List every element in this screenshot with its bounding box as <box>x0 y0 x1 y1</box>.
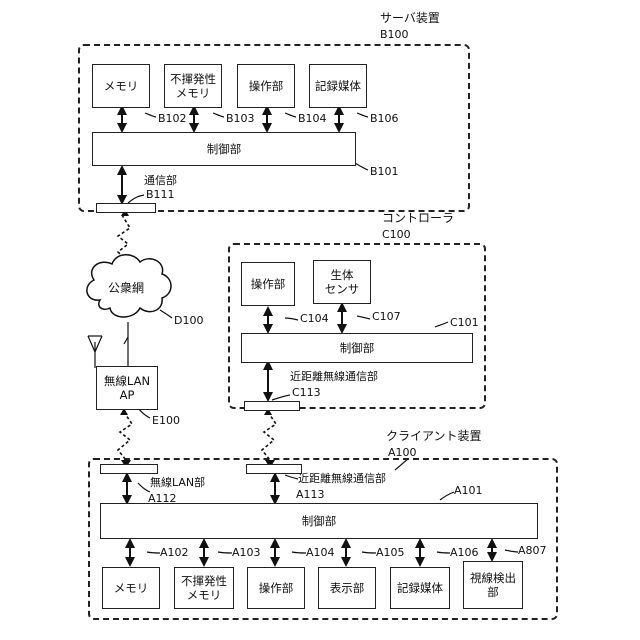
controller-sensor-box: 生体 センサ <box>313 260 371 304</box>
client-gaze-detection-box: 視線検出 部 <box>463 561 523 609</box>
client-recording-box: 記録媒体 <box>390 567 450 609</box>
server-nonvolatile-box: 不揮発性 メモリ <box>164 64 222 108</box>
server-ref-nonvolatile: B103 <box>226 112 255 125</box>
wireless-link-controller-client <box>262 412 276 460</box>
client-ref-memory: A102 <box>160 546 189 559</box>
client-wlan-unit <box>100 464 158 474</box>
client-ref-recording: A106 <box>450 546 479 559</box>
wireless-link-server-network <box>118 215 130 258</box>
server-ref-recording: B106 <box>370 112 399 125</box>
client-title: クライアント装置 <box>386 430 482 443</box>
controller-comm-label: 近距離無線通信部 <box>290 370 378 383</box>
client-display-box: 表示部 <box>318 567 376 609</box>
controller-ref: C100 <box>382 228 411 241</box>
client-control-box: 制御部 <box>100 503 538 539</box>
public-network-label: 公衆網 <box>108 282 144 295</box>
public-network-ref: D100 <box>174 314 203 327</box>
client-ref-control: A101 <box>454 484 483 497</box>
client-operation-box: 操作部 <box>247 567 305 609</box>
server-control-box: 制御部 <box>92 132 356 166</box>
client-ref-nonvolatile: A103 <box>232 546 261 559</box>
ap-ref: E100 <box>152 414 180 427</box>
client-ref-nfc: A113 <box>296 488 325 501</box>
client-ref-display: A105 <box>376 546 405 559</box>
controller-ref-control: C101 <box>450 316 479 329</box>
controller-title: コントローラ <box>382 212 454 225</box>
controller-control-box: 制御部 <box>241 333 473 363</box>
server-operation-box: 操作部 <box>237 64 295 108</box>
client-ref: A100 <box>388 446 417 459</box>
antenna-icon <box>88 336 102 368</box>
server-comm-label: 通信部 <box>144 174 177 187</box>
server-recording-box: 記録媒体 <box>309 64 367 108</box>
controller-ref-sensor: C107 <box>372 310 401 323</box>
server-ref: B100 <box>380 28 409 41</box>
server-ref-operation: B104 <box>298 112 327 125</box>
client-wlan-label: 無線LAN部 <box>150 476 205 489</box>
controller-comm-unit <box>244 401 300 411</box>
wireless-link-ap-client <box>118 412 132 460</box>
wireless-lan-ap-box: 無線LAN AP <box>96 366 158 410</box>
client-nfc-label: 近距離無線通信部 <box>298 472 386 485</box>
server-title: サーバ装置 <box>380 12 440 25</box>
client-ref-gaze: A807 <box>518 544 547 557</box>
server-ref-comm: B111 <box>146 188 175 201</box>
server-comm-unit <box>96 203 156 213</box>
client-nfc-unit <box>246 464 302 474</box>
controller-ref-operation: C104 <box>300 312 329 325</box>
controller-ref-comm: C113 <box>292 386 321 399</box>
server-ref-control: B101 <box>370 165 399 178</box>
server-memory-box: メモリ <box>92 64 150 108</box>
controller-operation-box: 操作部 <box>241 262 295 306</box>
client-nonvolatile-box: 不揮発性 メモリ <box>174 567 234 609</box>
server-ref-memory: B102 <box>158 112 187 125</box>
client-ref-operation: A104 <box>306 546 335 559</box>
client-memory-box: メモリ <box>102 567 160 609</box>
